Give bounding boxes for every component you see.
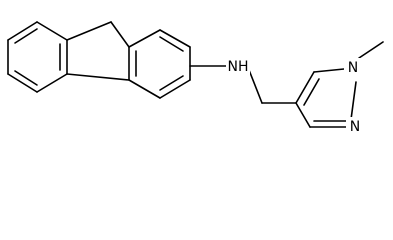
pyrazole-ring: [295, 41, 384, 128]
atom-label-nh: NH: [226, 56, 250, 76]
bond: [159, 29, 191, 48]
five-membered-ring: [66, 21, 130, 81]
bond: [358, 41, 384, 59]
bond: [248, 69, 263, 104]
bond: [7, 73, 38, 93]
left-benzene-ring: [7, 21, 68, 93]
bond: [295, 102, 311, 128]
n-methyl-label: N: [348, 60, 358, 76]
molecule-drawing: NH N N: [7, 21, 384, 137]
n-ring-label: N: [350, 119, 360, 135]
bond: [36, 21, 68, 41]
bond: [66, 21, 112, 41]
bond: [295, 71, 315, 104]
bond: [36, 73, 68, 93]
bond: [159, 75, 184, 91]
bond: [159, 36, 184, 52]
structure-canvas: NH N N: [7, 21, 384, 137]
bond: [128, 29, 161, 48]
atom-label-n-ring: N: [346, 117, 364, 137]
bond: [14, 28, 38, 44]
right-benzene-ring: [128, 29, 191, 99]
bond: [7, 21, 38, 41]
bond: [110, 21, 130, 48]
bond: [128, 79, 161, 99]
atom-label-n-methyl: N: [344, 58, 362, 78]
bond: [313, 68, 345, 73]
nh-label: NH: [228, 59, 249, 75]
amine-linker: [189, 65, 297, 104]
bond: [159, 79, 191, 99]
bond: [66, 73, 130, 81]
bond: [303, 78, 320, 106]
bond: [14, 70, 38, 86]
